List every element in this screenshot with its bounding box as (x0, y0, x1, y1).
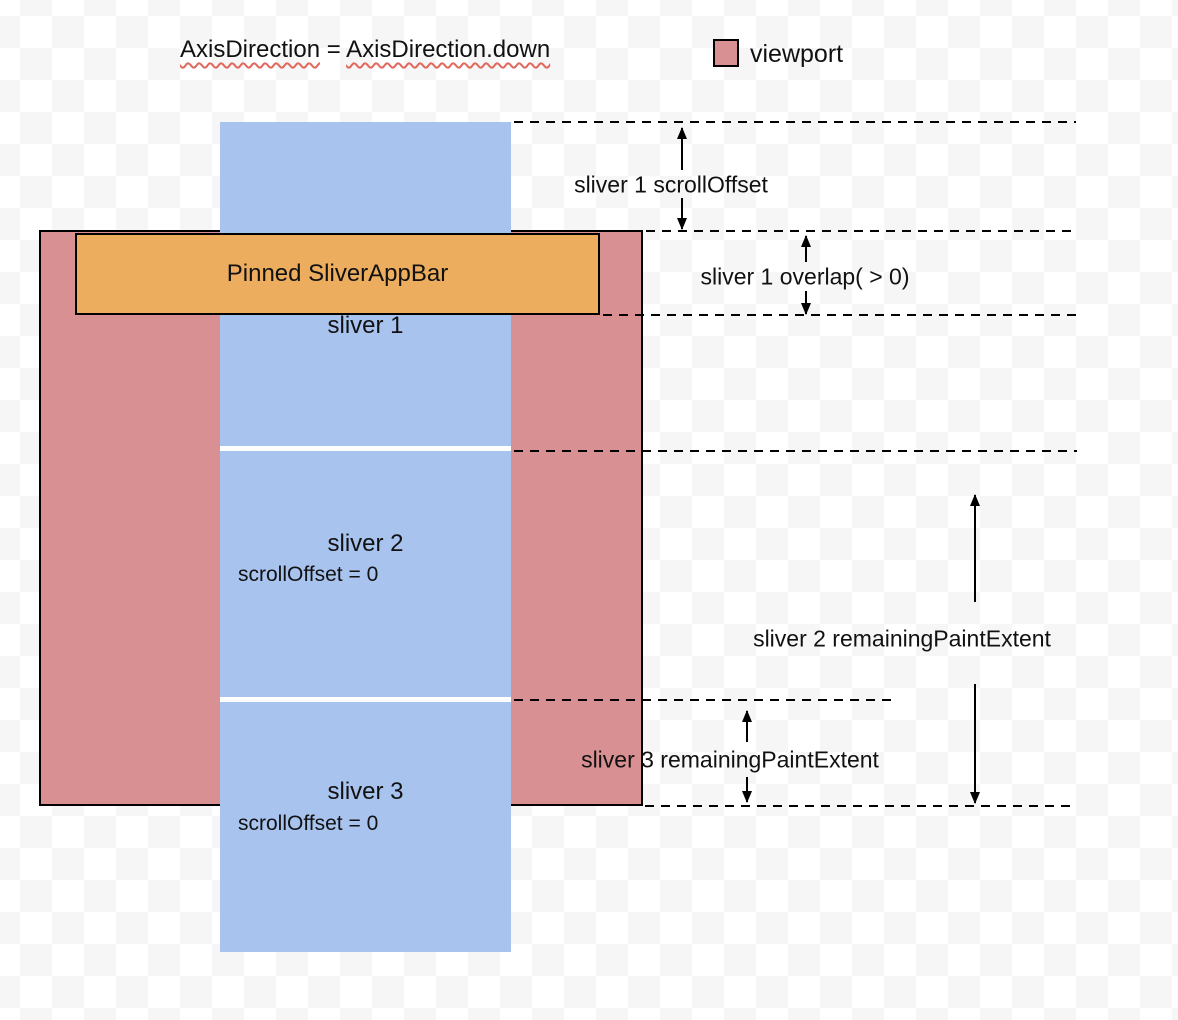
sliver1-scrolloffset-label: sliver 1 scrollOffset (574, 171, 768, 198)
dashed-line-viewport-top (646, 230, 1076, 232)
sliver1-overlap-arrow-up (801, 235, 811, 262)
sliver1-scrolloffset-arrow-up (677, 127, 687, 170)
sliver3-label: sliver 3 (327, 778, 404, 805)
sliver2-remaining-arrow-up (970, 494, 980, 602)
title-code-axisdirection: AxisDirection (180, 36, 321, 63)
pinned-sliverappbar-label: Pinned SliverAppBar (226, 260, 449, 287)
dashed-line-sliver2-top (514, 450, 1077, 452)
sliver1-sliver2-gap (220, 446, 511, 451)
pinned-sliverappbar-box: Pinned SliverAppBar (75, 233, 600, 315)
viewport-legend-swatch (713, 39, 739, 67)
sliver1-label: sliver 1 (327, 312, 404, 339)
dashed-line-appbar-bottom (603, 314, 1077, 316)
diagram-title: AxisDirection = AxisDirection.down (180, 36, 550, 64)
sliver2-sliver3-gap (220, 697, 511, 702)
sliver3-box: sliver 3 scrollOffset = 0 (220, 702, 511, 952)
sliver3-remaining-arrow-up (742, 710, 752, 742)
title-equals: = (320, 36, 347, 63)
sliver1-overlap-arrow-down (801, 291, 811, 315)
sliver1-overlap-label: sliver 1 overlap( > 0) (700, 263, 910, 290)
sliver1-scrolloffset-arrow-down (677, 198, 687, 230)
sliver3-scrolloffset-label: scrollOffset = 0 (238, 812, 379, 835)
sliver2-scrolloffset-label: scrollOffset = 0 (238, 563, 379, 586)
sliver2-label: sliver 2 (327, 530, 404, 557)
dashed-line-sliver3-top (514, 699, 891, 701)
sliver3-remaining-arrow-down (742, 777, 752, 803)
sliver3-remaining-label: sliver 3 remainingPaintExtent (581, 746, 879, 773)
dashed-line-viewport-bottom (645, 805, 1075, 807)
sliver2-remaining-arrow-down (970, 684, 980, 804)
sliver2-box: sliver 2 scrollOffset = 0 (220, 451, 511, 697)
sliver2-remaining-label: sliver 2 remainingPaintExtent (753, 625, 1051, 652)
title-code-axisdirection-down: AxisDirection.down (346, 36, 551, 63)
dashed-line-sliver1-top (514, 121, 1076, 123)
viewport-legend-label: viewport (750, 40, 844, 68)
